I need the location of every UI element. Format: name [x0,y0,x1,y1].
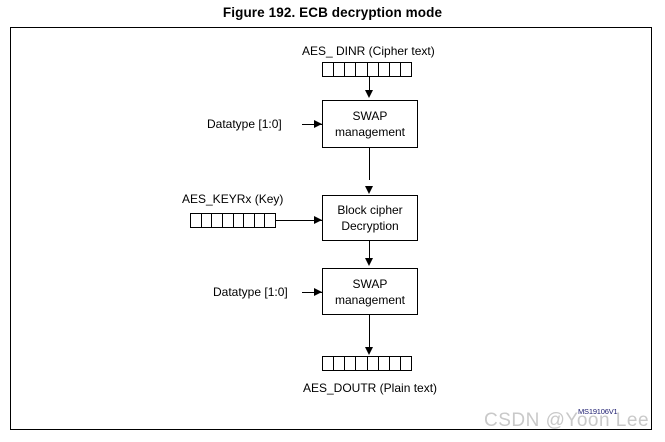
aes-keyrx-register [190,213,276,228]
connector-datatype2-to-swap2 [302,291,322,293]
input-register-label: AES_ DINR (Cipher text) [302,44,435,58]
swap-management-block-2-line2: management [334,292,406,307]
datatype-input-label-1: Datatype [1:0] [207,117,282,131]
aes-doutr-cell [401,357,411,370]
aes-keyrx-cell [265,214,275,227]
arrowhead-swap2-to-doutr [365,347,373,355]
aes-dinr-cell [345,63,357,76]
aes-dinr-cell [334,63,346,76]
csdn-watermark: CSDN @Yoon Lee [484,410,650,431]
block-cipher-decryption-line2: Decryption [341,219,399,233]
connector-swap2-to-doutr [369,315,371,349]
arrowhead-swap1-to-cipher [365,186,373,194]
arrowhead-dinr-to-swap1 [365,90,373,98]
swap-management-block-1-line2: management [334,125,406,139]
swap-management-block-1: SWAP management [322,100,418,148]
connector-key-to-cipher [276,219,322,221]
aes-keyrx-cell [255,214,266,227]
aes-dinr-cell [356,63,368,76]
swap-management-block-2-line1: SWAP [352,276,388,291]
aes-doutr-register [322,356,412,371]
aes-doutr-cell [390,357,401,370]
arrowhead-cipher-to-swap2 [365,258,373,266]
aes-dinr-cell [379,63,390,76]
arrowhead-datatype2-to-swap2 [314,288,322,296]
connector-swap1-to-cipher [369,148,371,180]
aes-dinr-cell [368,63,379,76]
datatype-input-label-2: Datatype [1:0] [213,285,288,299]
aes-doutr-cell [345,357,357,370]
aes-keyrx-cell [234,214,245,227]
connector-datatype1-to-swap1 [302,123,322,125]
aes-keyrx-cell [212,214,223,227]
arrowhead-key-to-cipher [314,216,322,224]
aes-keyrx-cell [191,214,202,227]
aes-dinr-cell [323,63,335,76]
aes-doutr-cell [323,357,335,370]
swap-management-block-1-line1: SWAP [352,109,388,123]
output-register-label: AES_DOUTR (Plain text) [303,381,438,395]
key-register-label: AES_KEYRx (Key) [182,192,284,206]
figure-reference-code: MS19106V1 [578,407,618,416]
aes-doutr-cell [334,357,346,370]
swap-management-block-2: SWAP management [322,268,418,315]
aes-keyrx-cell [223,214,234,227]
aes-dinr-register [322,62,412,77]
arrowhead-datatype1-to-swap1 [314,120,322,128]
aes-dinr-cell [401,63,411,76]
aes-keyrx-cell [202,214,213,227]
aes-keyrx-cell [244,214,255,227]
connector-cipher-to-swap2 [369,241,371,261]
block-cipher-decryption-line1: Block cipher [337,203,403,217]
aes-doutr-cell [368,357,379,370]
block-cipher-decryption-block: Block cipher Decryption [322,195,418,241]
aes-dinr-cell [390,63,401,76]
figure-title: Figure 192. ECB decryption mode [222,5,443,20]
connector-dinr-to-swap1 [369,77,371,92]
aes-doutr-cell [356,357,368,370]
aes-doutr-cell [379,357,390,370]
